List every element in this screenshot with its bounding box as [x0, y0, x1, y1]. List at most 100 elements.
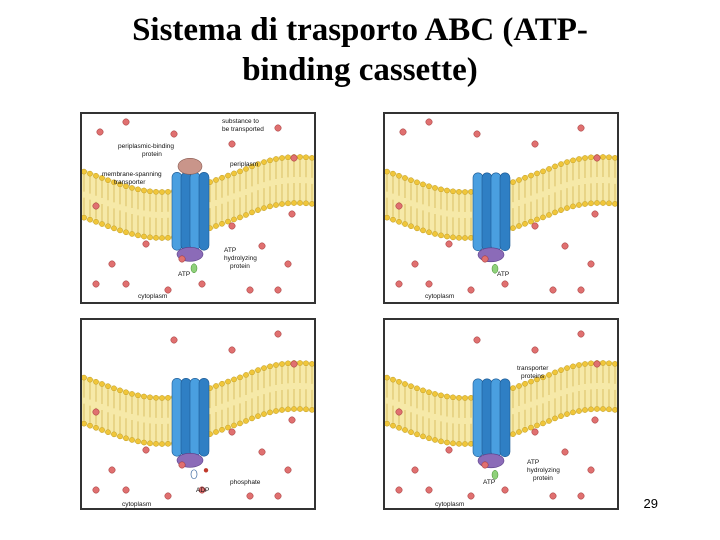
lipid-head: [267, 157, 273, 164]
lipid-head: [219, 426, 225, 433]
lipid-head: [600, 360, 606, 366]
lipid-head: [243, 166, 249, 172]
lipid-head: [444, 187, 450, 194]
lipid-head: [213, 223, 219, 229]
lipid-head: [402, 427, 408, 433]
lipid-head: [522, 220, 528, 227]
label-atp-hydrolyzing-2: hydrolyzing: [224, 255, 257, 262]
atp-molecule: [491, 264, 499, 274]
lipid-head: [93, 218, 99, 225]
substance-molecule: [274, 124, 282, 132]
lipid-head: [213, 177, 219, 183]
lipid-head: [612, 201, 617, 207]
substance-molecule: [170, 336, 178, 344]
lipid-head: [87, 170, 93, 177]
substance-molecule: [274, 330, 282, 338]
lipid-head: [219, 380, 225, 387]
lipid-head: [111, 179, 117, 186]
substance-molecule: [92, 202, 100, 210]
substance-molecule: [170, 130, 178, 138]
lipid-head: [450, 188, 456, 195]
lipid-head: [522, 426, 528, 433]
lipid-head: [402, 221, 408, 227]
lipid-head: [135, 186, 141, 193]
lipid-head: [444, 439, 450, 446]
page-number: 29: [643, 496, 658, 511]
lipid-head: [261, 205, 267, 211]
substance-molecule: [591, 210, 599, 218]
lipid-head: [93, 172, 99, 179]
lipid-head: [135, 438, 141, 445]
lipid-head: [390, 216, 396, 223]
lipid-head: [87, 376, 93, 383]
lipid-head: [123, 229, 129, 236]
lipid-head: [267, 203, 273, 210]
substance-molecule: [198, 486, 206, 494]
lipid-head: [141, 439, 147, 446]
lipid-head: [420, 433, 426, 440]
lipid-head: [510, 385, 516, 391]
lipid-head: [111, 225, 117, 232]
lipid-head: [552, 209, 558, 216]
substance-molecule: [246, 286, 254, 294]
label-atp-hydrolyzing-2: hydrolyzing: [527, 467, 560, 474]
substance-molecule: [164, 492, 172, 500]
substance-molecule: [593, 154, 601, 162]
lipid-head: [528, 424, 534, 431]
lipid-head: [255, 413, 261, 419]
lipid-head: [432, 437, 438, 443]
substance-molecule: [178, 255, 186, 263]
lipid-head: [462, 189, 468, 195]
lipid-head: [510, 179, 516, 185]
lipid-head: [213, 429, 219, 435]
label-transporter-2: proteins: [521, 373, 545, 380]
lipid-head: [516, 223, 522, 229]
lipid-head: [267, 363, 273, 370]
phosphate-molecule: [203, 468, 209, 473]
lipid-head: [309, 361, 314, 367]
substance-molecule: [445, 446, 453, 454]
substance-molecule: [198, 280, 206, 288]
substance-molecule: [549, 492, 557, 500]
lipid-head: [135, 392, 141, 399]
lipid-head: [402, 175, 408, 181]
substance-molecule: [577, 330, 585, 338]
lipid-head: [414, 225, 420, 232]
lipid-head: [279, 201, 285, 207]
lipid-head: [564, 411, 570, 417]
lipid-head: [396, 378, 402, 385]
lipid-head: [111, 385, 117, 392]
lipid-head: [522, 380, 528, 387]
diagram-panel-4: transporter proteins ATP hydrolyzing pro…: [383, 318, 619, 510]
lipid-head: [570, 409, 576, 416]
lipid-head: [159, 441, 165, 447]
lipid-head: [516, 429, 522, 435]
label-atp-hydrolyzing: ATP: [224, 247, 236, 254]
transporter-subunit: [180, 377, 192, 457]
lipid-head: [414, 431, 420, 438]
transporter-subunit: [180, 171, 192, 251]
substance-molecule: [577, 124, 585, 132]
substance-molecule: [164, 286, 172, 294]
lipid-head: [279, 155, 285, 161]
lipid-head: [612, 155, 617, 161]
lipid-head: [564, 159, 570, 165]
lipid-head: [165, 189, 171, 195]
lipid-head: [129, 185, 135, 191]
lipid-head: [385, 214, 390, 221]
lipid-head: [444, 393, 450, 400]
lipid-head: [432, 391, 438, 397]
substance-molecule: [473, 130, 481, 138]
substance-molecule: [467, 286, 475, 294]
lipid-head: [576, 156, 582, 162]
lipid-head: [588, 406, 594, 413]
lipid-head: [129, 437, 135, 443]
lipid-head: [570, 157, 576, 164]
lipid-head: [546, 418, 552, 424]
substance-molecule: [473, 336, 481, 344]
lipid-head: [159, 395, 165, 401]
label-cytoplasm: cytoplasm: [425, 293, 454, 300]
substance-molecule: [411, 466, 419, 474]
label-cytoplasm: cytoplasm: [435, 501, 464, 508]
lipid-head: [558, 161, 564, 167]
